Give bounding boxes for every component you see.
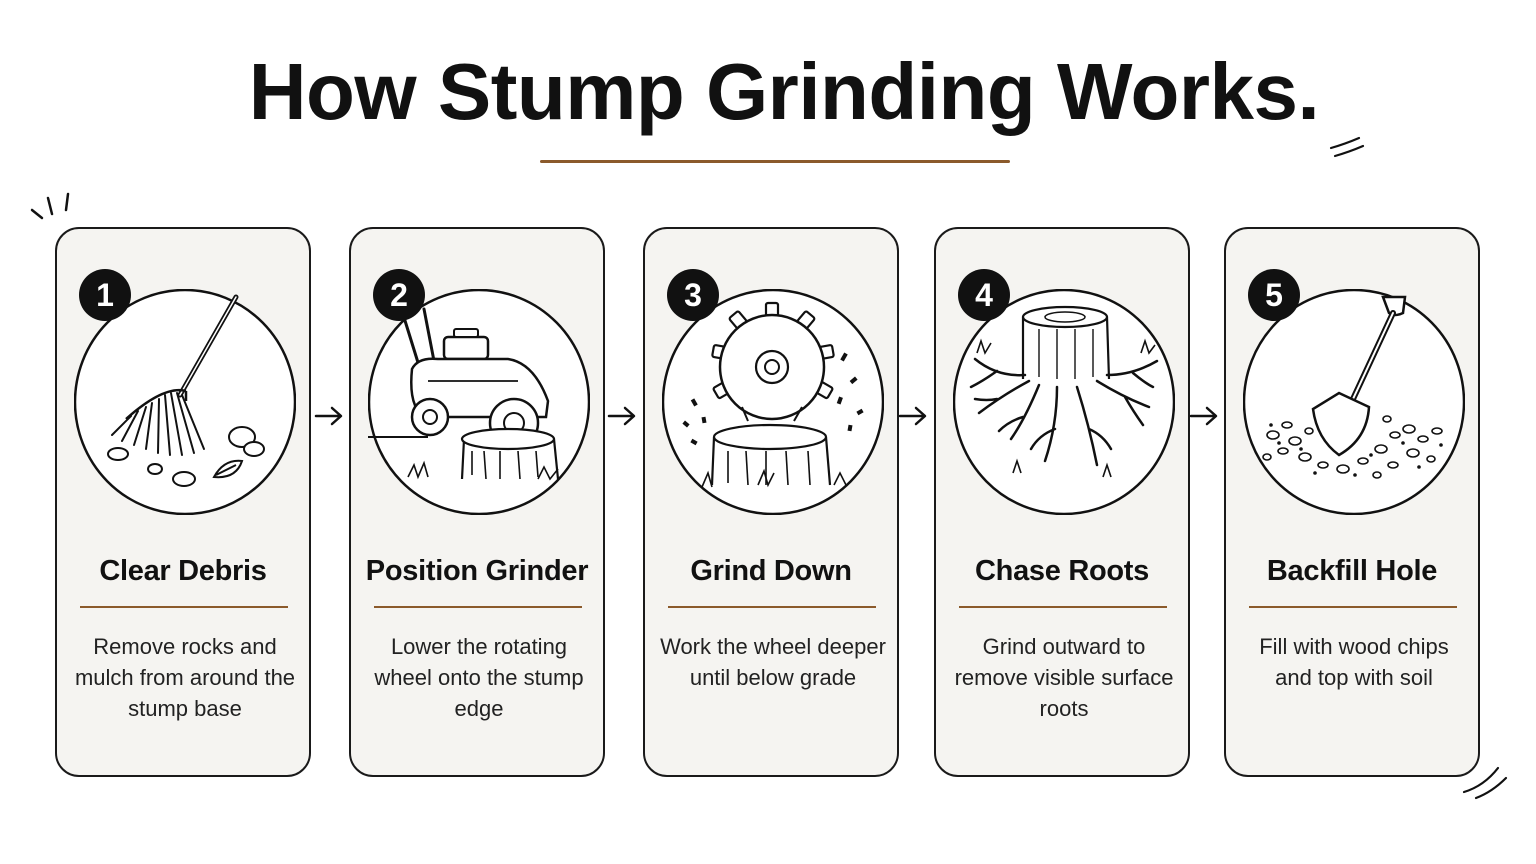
arrow-right-icon — [898, 406, 927, 426]
step-divider — [959, 606, 1167, 608]
step-divider — [1249, 606, 1457, 608]
step-description: Lower the rotating wheel onto the stump … — [374, 634, 584, 721]
rake-icon — [74, 289, 296, 515]
step-number-badge: 1 — [79, 269, 131, 321]
decorative-swoosh-bottom-right — [1462, 766, 1508, 800]
step-number-badge: 3 — [667, 269, 719, 321]
step-card-5: 5 Backfill Hole Fill with wood chips and… — [1224, 227, 1480, 777]
step-card-1: 1 Clear Debris Remove rocks and mulch fr… — [55, 227, 311, 777]
title-underline — [540, 160, 1010, 163]
decorative-tick-marks-top-left — [30, 192, 70, 220]
step-divider — [668, 606, 876, 608]
step-card-4: 4 Chase Roots Grind outward to remove vi… — [934, 227, 1190, 777]
stump-roots-icon — [953, 289, 1175, 515]
step-title: Position Grinder — [365, 555, 589, 587]
shovel-icon — [1243, 289, 1465, 515]
stump-grinder-icon — [368, 289, 590, 515]
decorative-swoosh-top-right — [1329, 136, 1365, 158]
step-number-badge: 2 — [373, 269, 425, 321]
step-number-badge: 4 — [958, 269, 1010, 321]
step-title: Chase Roots — [975, 555, 1149, 587]
arrow-right-icon — [607, 406, 636, 426]
step-description: Grind outward to remove visible surface … — [954, 634, 1174, 721]
page-title: How Stump Grinding Works. — [248, 47, 1320, 136]
step-number-badge: 5 — [1248, 269, 1300, 321]
step-title: Clear Debris — [99, 555, 267, 587]
step-card-3: 3 — [643, 227, 899, 777]
arrow-right-icon — [314, 406, 343, 426]
step-divider — [80, 606, 288, 608]
grinding-wheel-icon — [662, 289, 884, 515]
step-description: Work the wheel deeper until below grade — [660, 634, 886, 690]
step-card-2: 2 Position Grinder Lower the rotating wh… — [349, 227, 605, 777]
step-divider — [374, 606, 582, 608]
step-title: Grind Down — [690, 555, 852, 587]
step-description: Fill with wood chips and top with soil — [1259, 634, 1449, 690]
arrow-right-icon — [1189, 406, 1218, 426]
step-description: Remove rocks and mulch from around the s… — [74, 634, 296, 721]
step-title: Backfill Hole — [1266, 555, 1438, 587]
